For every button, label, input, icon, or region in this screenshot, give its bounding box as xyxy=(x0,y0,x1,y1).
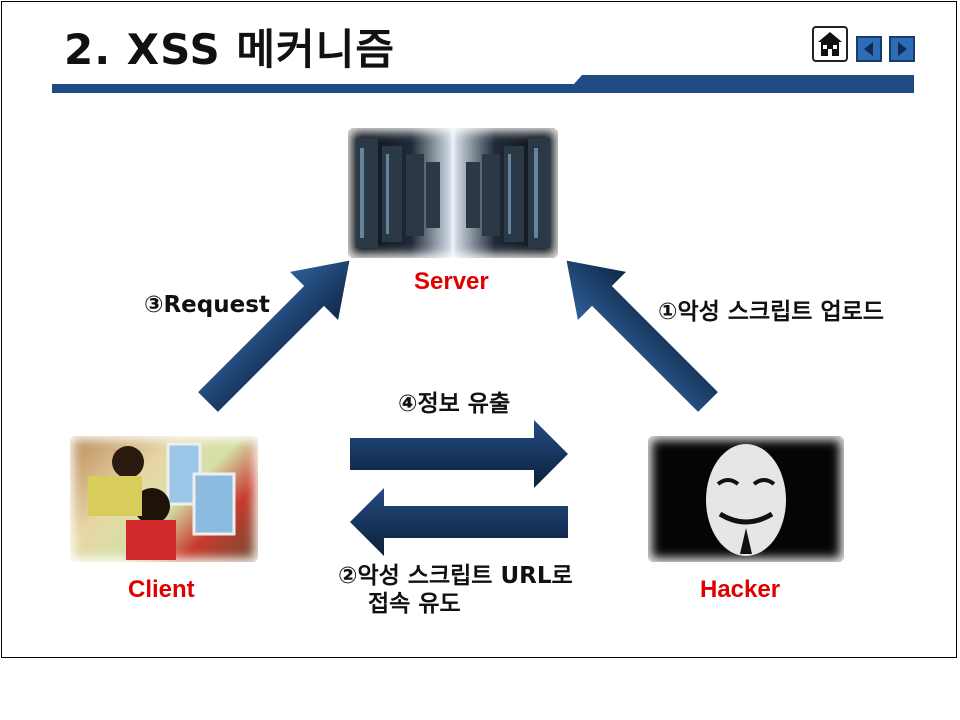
step2-line1: ②악성 스크립트 URL로 xyxy=(338,563,573,589)
request-arrow xyxy=(198,260,350,412)
hacker-label: Hacker xyxy=(700,576,781,603)
slide-title: 2. XSS 메커니즘 xyxy=(64,25,395,74)
arrow-right-icon[interactable] xyxy=(889,36,915,62)
upload-arrow xyxy=(566,260,718,412)
lure-arrow xyxy=(350,488,568,556)
server-room-image xyxy=(348,128,558,258)
step4-label: ④정보 유출 xyxy=(398,391,511,417)
children-computer-image xyxy=(70,436,258,562)
server-label: Server xyxy=(414,268,489,295)
step1-label: ①악성 스크립트 업로드 xyxy=(658,299,884,325)
title-underline xyxy=(52,75,914,93)
arrow-left-icon[interactable] xyxy=(856,36,882,62)
house-icon[interactable] xyxy=(812,26,848,62)
step2-line2: 접속 유도 xyxy=(368,591,461,617)
client-label: Client xyxy=(128,576,195,603)
step2-label: ②악성 스크립트 URL로 접속 유도 xyxy=(338,562,573,618)
anonymous-mask-image xyxy=(648,436,844,562)
leak-arrow xyxy=(350,420,568,488)
step3-label: ③Request xyxy=(144,292,270,318)
